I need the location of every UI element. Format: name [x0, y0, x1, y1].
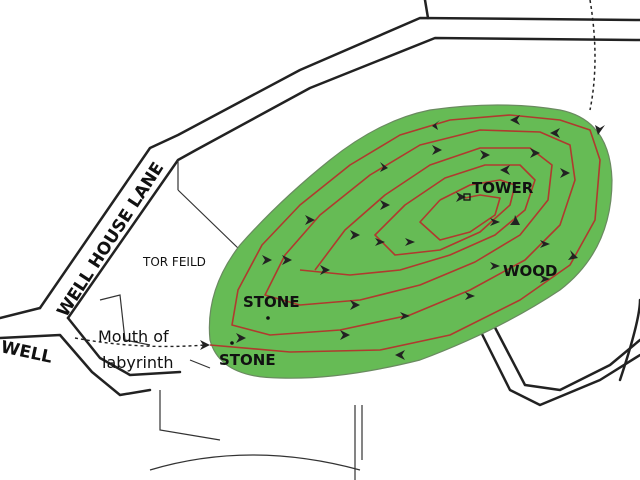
bottom-curve	[149, 454, 361, 471]
arrow-marker	[465, 292, 475, 300]
right-road-inner	[488, 316, 640, 392]
mouth-label: Mouth of	[98, 327, 169, 346]
arrow-marker	[510, 115, 520, 125]
well-house-lane-inner	[66, 36, 640, 320]
arrow-marker	[540, 240, 550, 248]
labyrinth-circuit-3	[419, 194, 501, 241]
labyrinth-label: labyrinth	[102, 353, 173, 372]
arrow-marker	[200, 340, 210, 350]
arrow-marker	[350, 230, 360, 240]
dotted-entry-path	[74, 337, 206, 348]
arrow-marker	[340, 330, 350, 340]
tor-field-boundary-top	[177, 189, 241, 251]
right-road-outer	[478, 328, 640, 407]
arrow-marker	[500, 165, 510, 175]
tor-field-label: TOR FEILD	[142, 255, 206, 269]
arrow-marker	[540, 275, 550, 283]
arrow-marker	[432, 145, 442, 155]
arrow-marker	[595, 125, 605, 135]
arrow-marker	[510, 215, 520, 225]
stone-marker-upper	[266, 316, 270, 320]
well-road-inner	[66, 316, 182, 377]
arrow-marker	[432, 120, 440, 130]
labyrinth-circuit-2	[299, 164, 536, 276]
arrow-marker	[375, 238, 385, 246]
roads	[0, 0, 640, 407]
direction-arrows	[200, 115, 605, 360]
field-boundaries	[99, 160, 363, 480]
top-road-edge	[423, 0, 430, 20]
arrow-marker	[550, 128, 560, 138]
arrow-marker	[395, 350, 405, 360]
lower-curve	[159, 390, 221, 441]
arrow-marker	[490, 218, 500, 226]
arrow-marker	[380, 162, 388, 172]
right-arc-road	[618, 298, 640, 382]
arrow-marker	[236, 333, 246, 343]
arrow-marker	[400, 312, 410, 320]
arrow-marker	[320, 265, 330, 275]
arrow-marker	[530, 148, 540, 158]
stone-lower-label: STONE	[219, 351, 276, 369]
well-road-lower	[0, 333, 152, 397]
arrow-marker	[305, 215, 315, 225]
wood-label: WOOD	[503, 262, 558, 280]
well-house-lane-outer	[38, 16, 640, 310]
tor-field-south-boundary	[189, 359, 211, 369]
stone-marker-lower	[230, 341, 234, 345]
well-label: WELL	[0, 337, 54, 367]
arrow-marker	[380, 200, 390, 210]
arrow-marker	[282, 255, 292, 265]
arrow-marker	[350, 300, 360, 310]
arrow-marker	[490, 262, 500, 270]
arrow-marker	[560, 168, 570, 178]
arrow-marker	[456, 192, 466, 202]
arrow-marker	[480, 150, 490, 160]
dotted-footpath-north	[589, 0, 596, 111]
well-road-outer	[0, 306, 42, 320]
arrow-marker	[405, 238, 415, 246]
tower-label: TOWER	[472, 179, 534, 197]
left-field-boundary	[99, 294, 151, 346]
well-house-lane-label: WELL HOUSE LANE	[53, 159, 168, 321]
stone-upper-label: STONE	[243, 293, 300, 311]
arrow-marker	[568, 250, 578, 260]
tower-marker	[463, 193, 471, 201]
arrow-marker	[262, 255, 272, 265]
